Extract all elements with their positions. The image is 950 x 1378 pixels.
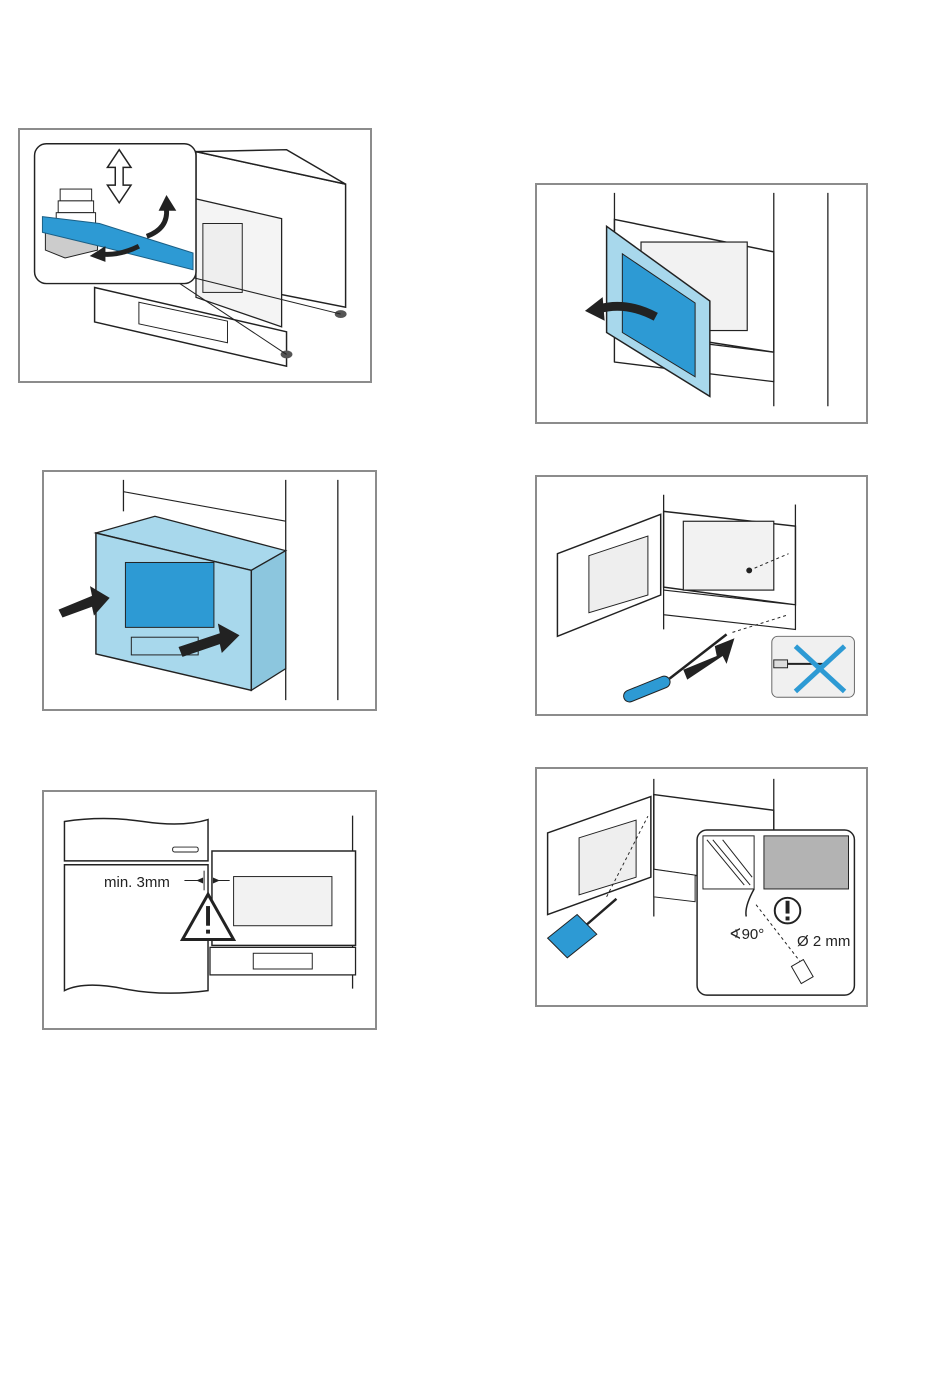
adjust-feet-illustration (20, 130, 370, 381)
appliance-window (125, 562, 214, 627)
angle-label: ∢90° (729, 925, 764, 943)
figure-open-door (535, 183, 868, 424)
figure-push-appliance-in (42, 470, 377, 711)
push-appliance-illustration (44, 472, 375, 709)
push-arrow-icon (683, 638, 734, 679)
figure-drill-hole: ∢90° Ø 2 mm (535, 767, 868, 1007)
gap-warning-illustration (44, 792, 375, 1028)
figure-gap-warning: min. 3mm (42, 790, 377, 1030)
min-gap-label: min. 3mm (104, 874, 170, 891)
fix-screw-illustration (537, 477, 866, 714)
screwdriver-icon (622, 634, 727, 703)
figure-fix-screw (535, 475, 868, 716)
figure-adjust-feet (18, 128, 372, 383)
drill-hole-illustration (537, 769, 866, 1005)
no-drill-icon (772, 636, 855, 697)
diameter-label: Ø 2 mm (797, 933, 850, 950)
exclamation-icon (775, 898, 801, 924)
open-door-illustration (537, 185, 866, 422)
